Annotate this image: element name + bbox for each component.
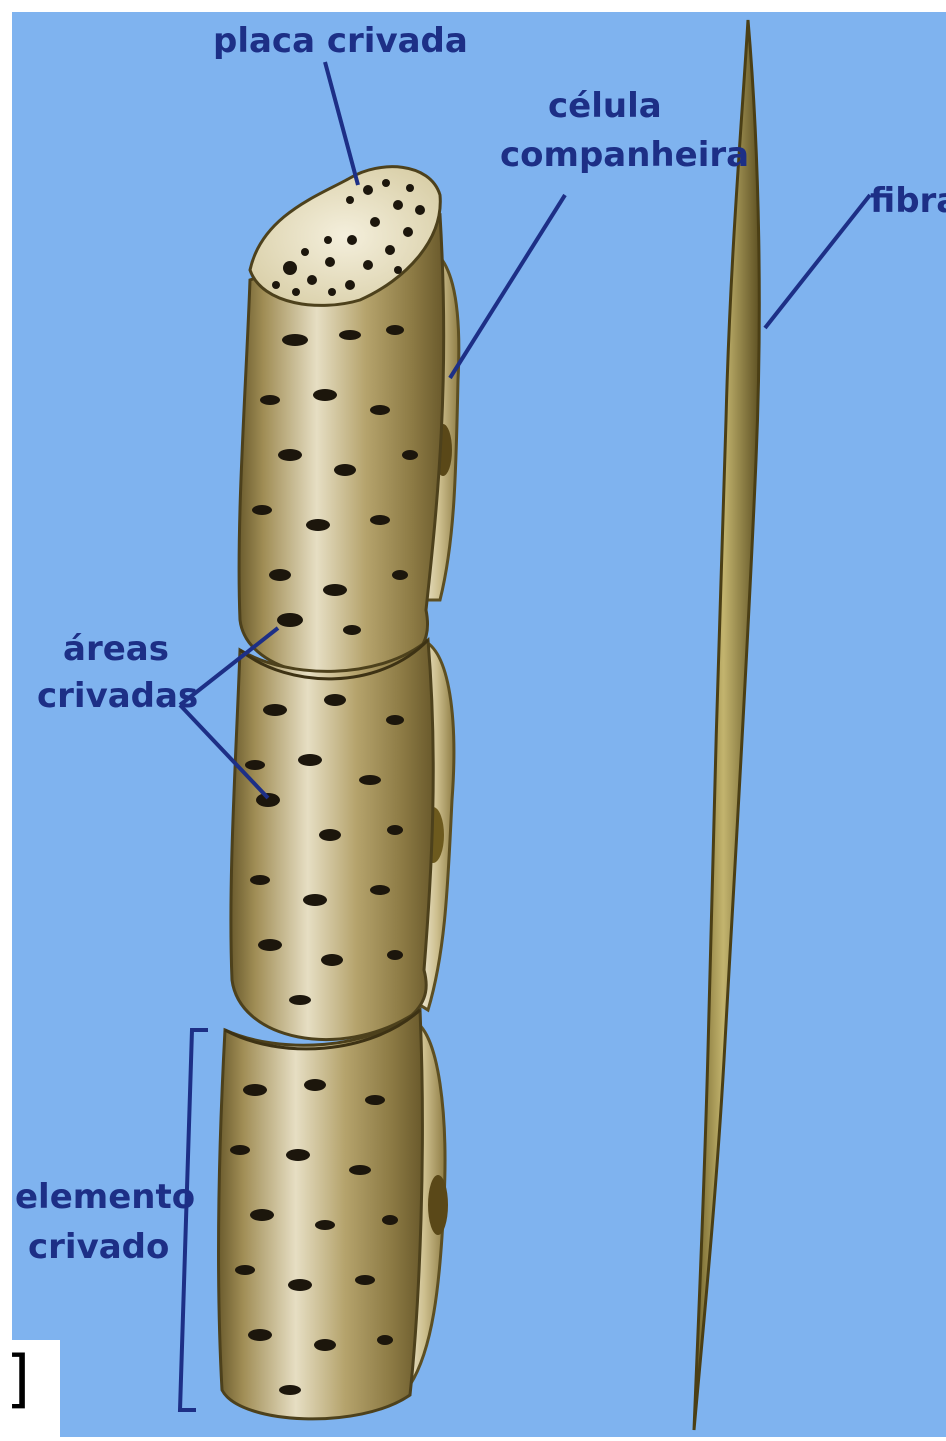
label-elemento: elemento [15,1177,195,1217]
label-areas: áreas [63,629,169,669]
sieve-tube-element-bottom [218,1010,422,1419]
sieve-tube-element-top [239,167,444,676]
label-crivadas: crivadas [37,676,198,716]
label-fibra: fibra [870,181,946,221]
label-companheira: companheira [500,135,749,175]
label-celula: célula [548,86,662,126]
label-crivado: crivado [28,1227,169,1267]
corner-glyph: ] [6,1342,30,1415]
label-placa-crivada: placa crivada [213,21,468,61]
corner-bracket-fragment: ] [0,1340,60,1437]
